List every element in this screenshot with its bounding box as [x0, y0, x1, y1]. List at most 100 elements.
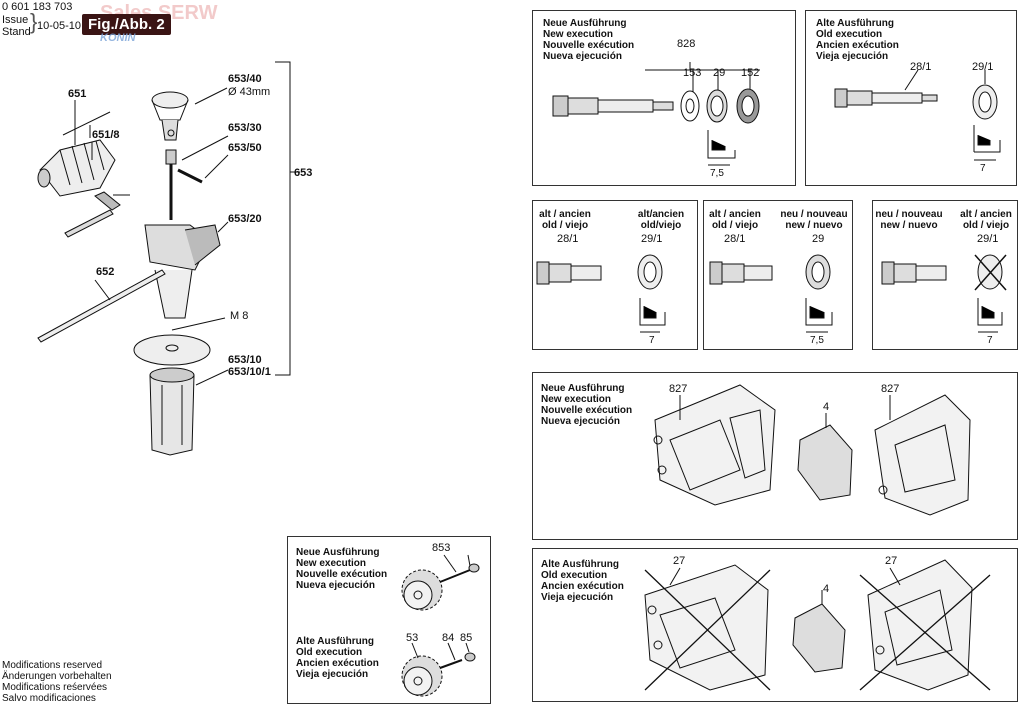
combo2-h2-a: neu / nouveau [780, 209, 848, 220]
label-828: 828 [677, 38, 696, 50]
gear-old [401, 642, 476, 697]
old-exec-fr: Ancien exécution [816, 40, 899, 51]
issue-date: 10-05-10 [37, 20, 82, 32]
housing-old [644, 559, 991, 691]
gear-new [401, 554, 480, 611]
label-653-10-1: 653/10/1 [228, 366, 271, 378]
gear-new-de: Neue Ausführung [296, 547, 380, 558]
new-exec-en: New execution [543, 29, 614, 40]
gear-old-de: Alte Ausführung [296, 636, 374, 647]
label-653-50: 653/50 [228, 142, 262, 154]
housing-old-de: Alte Ausführung [541, 559, 619, 570]
gear-old-es: Vieja ejecución [296, 669, 369, 680]
combo3-part-b: 29/1 [977, 233, 999, 245]
old-exec-en: Old execution [816, 29, 883, 40]
combo-old-old [536, 254, 666, 333]
box-gear: Neue Ausführung New execution Nouvelle e… [287, 536, 491, 704]
new-exec-de: Neue Ausführung [543, 18, 627, 29]
gear-old-fr: Ancien exécution [296, 658, 379, 669]
box-old-execution: Alte Ausführung Old execution Ancien exé… [805, 10, 1017, 186]
combo-new-old [881, 254, 1007, 333]
new-exec-fr: Nouvelle exécution [543, 40, 635, 51]
drill-chuck [37, 111, 116, 197]
label-652: 652 [96, 266, 115, 278]
box-combo-2: alt / ancien old / viejo neu / nouveau n… [703, 200, 853, 350]
new-exec-es: Nueva ejecución [543, 51, 622, 62]
label-153: 153 [683, 67, 702, 79]
housing-old-4: 4 [823, 583, 830, 595]
figure-tag: Fig./Abb. 2 [82, 14, 171, 35]
box-new-execution: Neue Ausführung New execution Nouvelle e… [532, 10, 796, 186]
gear-new-es: Nueva ejecución [296, 580, 375, 591]
label-651: 651 [68, 88, 87, 100]
dim-7: 7 [980, 163, 986, 174]
footer-notes: Modifications reserved Änderungen vorbeh… [2, 660, 112, 704]
housing-new-4: 4 [823, 401, 830, 413]
combo2-h1-a: alt / ancien [709, 209, 761, 220]
housing-old-en: Old execution [541, 570, 608, 581]
guard-disk [133, 334, 211, 366]
old-exec-de: Alte Ausführung [816, 18, 894, 29]
label-85: 85 [460, 632, 473, 644]
combo1-h1-b: old / viejo [541, 220, 589, 231]
handle-holder [144, 221, 229, 319]
gear-new-en: New execution [296, 558, 367, 569]
housing-new-827-b: 827 [881, 383, 900, 395]
label-84: 84 [442, 632, 455, 644]
combo3-h2-b: old / viejo [962, 220, 1010, 231]
combo-old-new [709, 254, 833, 333]
label-diameter: Ø 43mm [228, 86, 271, 98]
combo3-h1-b: new / nuevo [880, 220, 938, 231]
combo1-h2-b: old/viejo [640, 220, 682, 231]
combo1-part-b: 29/1 [641, 233, 663, 245]
combo2-h1-b: old / viejo [711, 220, 759, 231]
housing-old-fr: Ancien exécution [541, 581, 624, 592]
footer-de: Änderungen vorbehalten [2, 671, 112, 682]
chuck-key [64, 191, 130, 238]
label-28-1: 28/1 [910, 61, 932, 73]
label-653-20: 653/20 [228, 213, 262, 225]
handle-clamp-band [151, 87, 228, 141]
combo1-h2-a: alt/ancien [637, 209, 685, 220]
combo1-h1-a: alt / ancien [539, 209, 591, 220]
label-653-30: 653/30 [228, 122, 262, 134]
housing-new-de: Neue Ausführung [541, 383, 625, 394]
combo2-dim: 7,5 [810, 335, 824, 346]
housing-new-es: Nueva ejecución [541, 416, 620, 427]
clamp-screw [165, 135, 229, 220]
footer-en: Modifications reserved [2, 660, 103, 671]
housing-old-es: Vieja ejecución [541, 592, 614, 603]
combo2-part-b: 29 [812, 233, 825, 245]
old-exec-spindle [834, 69, 1001, 161]
housing-new-en: New execution [541, 394, 612, 405]
gear-old-en: Old execution [296, 647, 363, 658]
housing-old-27-a: 27 [673, 555, 686, 567]
depth-stop-rod [37, 269, 166, 343]
label-651-8: 651/8 [92, 129, 120, 141]
box-combo-1: alt / ancien old / viejo alt/ancien old/… [532, 200, 698, 350]
box-housing-old: Alte Ausführung Old execution Ancien exé… [532, 548, 1018, 702]
stand-label: Stand [2, 26, 31, 38]
side-grip [149, 367, 229, 456]
housing-new-fr: Nouvelle exécution [541, 405, 633, 416]
box-housing-new: Neue Ausführung New execution Nouvelle e… [532, 372, 1018, 540]
footer-fr: Modifications reśervées [2, 682, 108, 693]
label-653-10: 653/10 [228, 354, 262, 366]
brace: } [30, 9, 38, 34]
issue-label: Issue [2, 14, 29, 26]
combo3-h1-a: neu / nouveau [875, 209, 943, 220]
housing-new-827-a: 827 [669, 383, 688, 395]
housing-new [653, 384, 971, 516]
label-653: 653 [294, 167, 313, 179]
label-653-40: 653/40 [228, 73, 262, 85]
dim-7-5: 7,5 [710, 168, 724, 179]
watermark-konin: KONIN [100, 32, 136, 44]
combo1-part-a: 28/1 [557, 233, 579, 245]
housing-old-27-b: 27 [885, 555, 898, 567]
combo3-dim: 7 [987, 335, 993, 346]
footer-es: Salvo modificaciones [2, 693, 96, 704]
gear-new-fr: Nouvelle exécution [296, 569, 388, 580]
combo2-part-a: 28/1 [724, 233, 746, 245]
label-m8: M 8 [230, 310, 249, 322]
